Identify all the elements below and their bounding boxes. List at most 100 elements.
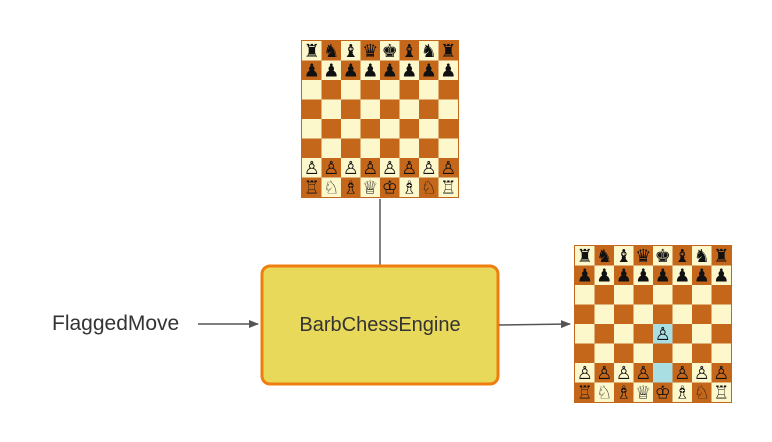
input-black-rook-icon: ♜ (440, 41, 456, 62)
engine-node: BarbChessEngine (260, 264, 500, 386)
input-board-square (399, 99, 419, 119)
input-board-square (321, 138, 341, 158)
input-black-pawn-icon: ♟ (421, 60, 437, 81)
input-board-square (321, 158, 341, 178)
output-white-pawn-icon: ♙ (616, 363, 632, 384)
input-board-square (380, 158, 400, 178)
input-black-knight-icon: ♞ (323, 41, 339, 62)
input-board-square (341, 60, 361, 80)
input-board-square (341, 138, 361, 158)
input-black-bishop-icon: ♝ (343, 41, 359, 62)
input-board-square (419, 177, 439, 197)
input-white-queen-icon: ♕ (362, 177, 378, 198)
input-board-square (360, 119, 380, 139)
input-board-square (438, 177, 458, 197)
input-board-square (380, 177, 400, 197)
output-white-pawn-icon: ♙ (596, 363, 612, 384)
output-black-pawn-icon: ♟ (616, 265, 632, 286)
input-white-pawn-icon: ♙ (304, 158, 320, 179)
input-board-square (360, 138, 380, 158)
output-black-pawn-icon: ♟ (694, 265, 710, 286)
output-black-queen-icon: ♛ (635, 246, 651, 267)
output-board-square (575, 285, 595, 305)
output-white-pawn-icon: ♙ (674, 363, 690, 384)
input-white-pawn-icon: ♙ (421, 158, 437, 179)
input-white-bishop-icon: ♗ (401, 177, 417, 198)
output-board-square (672, 382, 692, 402)
output-board-square (594, 304, 614, 324)
input-black-pawn-icon: ♟ (401, 60, 417, 81)
output-board-square (614, 363, 634, 383)
input-board-square (438, 80, 458, 100)
output-white-queen-icon: ♕ (635, 382, 651, 403)
output-board-square (653, 304, 673, 324)
output-white-king-icon: ♔ (655, 382, 671, 403)
input-board-square (399, 60, 419, 80)
output-board-square (575, 304, 595, 324)
engine-box (260, 264, 500, 386)
output-board-square (594, 246, 614, 266)
output-board-square (711, 343, 731, 363)
output-black-pawn-icon: ♟ (635, 265, 651, 286)
input-black-pawn-icon: ♟ (382, 60, 398, 81)
output-board-square (672, 285, 692, 305)
input-board-square (341, 80, 361, 100)
input-white-knight-icon: ♘ (323, 177, 339, 198)
output-board-square (614, 304, 634, 324)
input-board-square (438, 138, 458, 158)
output-board-square (653, 285, 673, 305)
output-board-square (692, 265, 712, 285)
output-board-square (692, 343, 712, 363)
output-board-square (594, 343, 614, 363)
input-board-square (302, 119, 322, 139)
output-board-square (672, 343, 692, 363)
input-white-pawn-icon: ♙ (382, 158, 398, 179)
input-board-square (321, 60, 341, 80)
input-white-rook-icon: ♖ (440, 177, 456, 198)
output-board-square (614, 382, 634, 402)
input-board-square (380, 99, 400, 119)
input-board-square (438, 60, 458, 80)
input-board-square (419, 119, 439, 139)
output-white-pawn-icon: ♙ (635, 363, 651, 384)
input-board-square (360, 80, 380, 100)
output-board-square (653, 343, 673, 363)
output-board-square (575, 382, 595, 402)
output-board-square (594, 382, 614, 402)
input-board-square (419, 80, 439, 100)
input-board-square (438, 41, 458, 61)
output-board-square (633, 304, 653, 324)
input-board-square (302, 158, 322, 178)
input-board-square (438, 158, 458, 178)
output-board-square (692, 304, 712, 324)
input-board-square (399, 80, 419, 100)
input-board-square (302, 138, 322, 158)
output-board-square (653, 363, 673, 383)
output-black-rook-icon: ♜ (713, 246, 729, 267)
input-board-square (341, 99, 361, 119)
input-board-square (380, 138, 400, 158)
output-black-king-icon: ♚ (655, 246, 671, 267)
output-board-square (594, 324, 614, 344)
input-board-square (419, 60, 439, 80)
input-board-square (360, 60, 380, 80)
output-board-square (711, 363, 731, 383)
output-board-square (711, 246, 731, 266)
input-board-square (341, 41, 361, 61)
output-board-square (575, 265, 595, 285)
input-black-pawn-icon: ♟ (323, 60, 339, 81)
input-white-pawn-icon: ♙ (440, 158, 456, 179)
input-board-square (321, 41, 341, 61)
output-board-square (711, 382, 731, 402)
output-board-square (672, 363, 692, 383)
input-board-square (380, 119, 400, 139)
input-white-king-icon: ♔ (382, 177, 398, 198)
output-white-pawn-icon: ♙ (655, 324, 671, 345)
output-black-pawn-icon: ♟ (596, 265, 612, 286)
output-board-square (672, 324, 692, 344)
input-board-square (302, 41, 322, 61)
input-white-knight-icon: ♘ (421, 177, 437, 198)
output-white-pawn-icon: ♙ (694, 363, 710, 384)
output-board-square (633, 285, 653, 305)
